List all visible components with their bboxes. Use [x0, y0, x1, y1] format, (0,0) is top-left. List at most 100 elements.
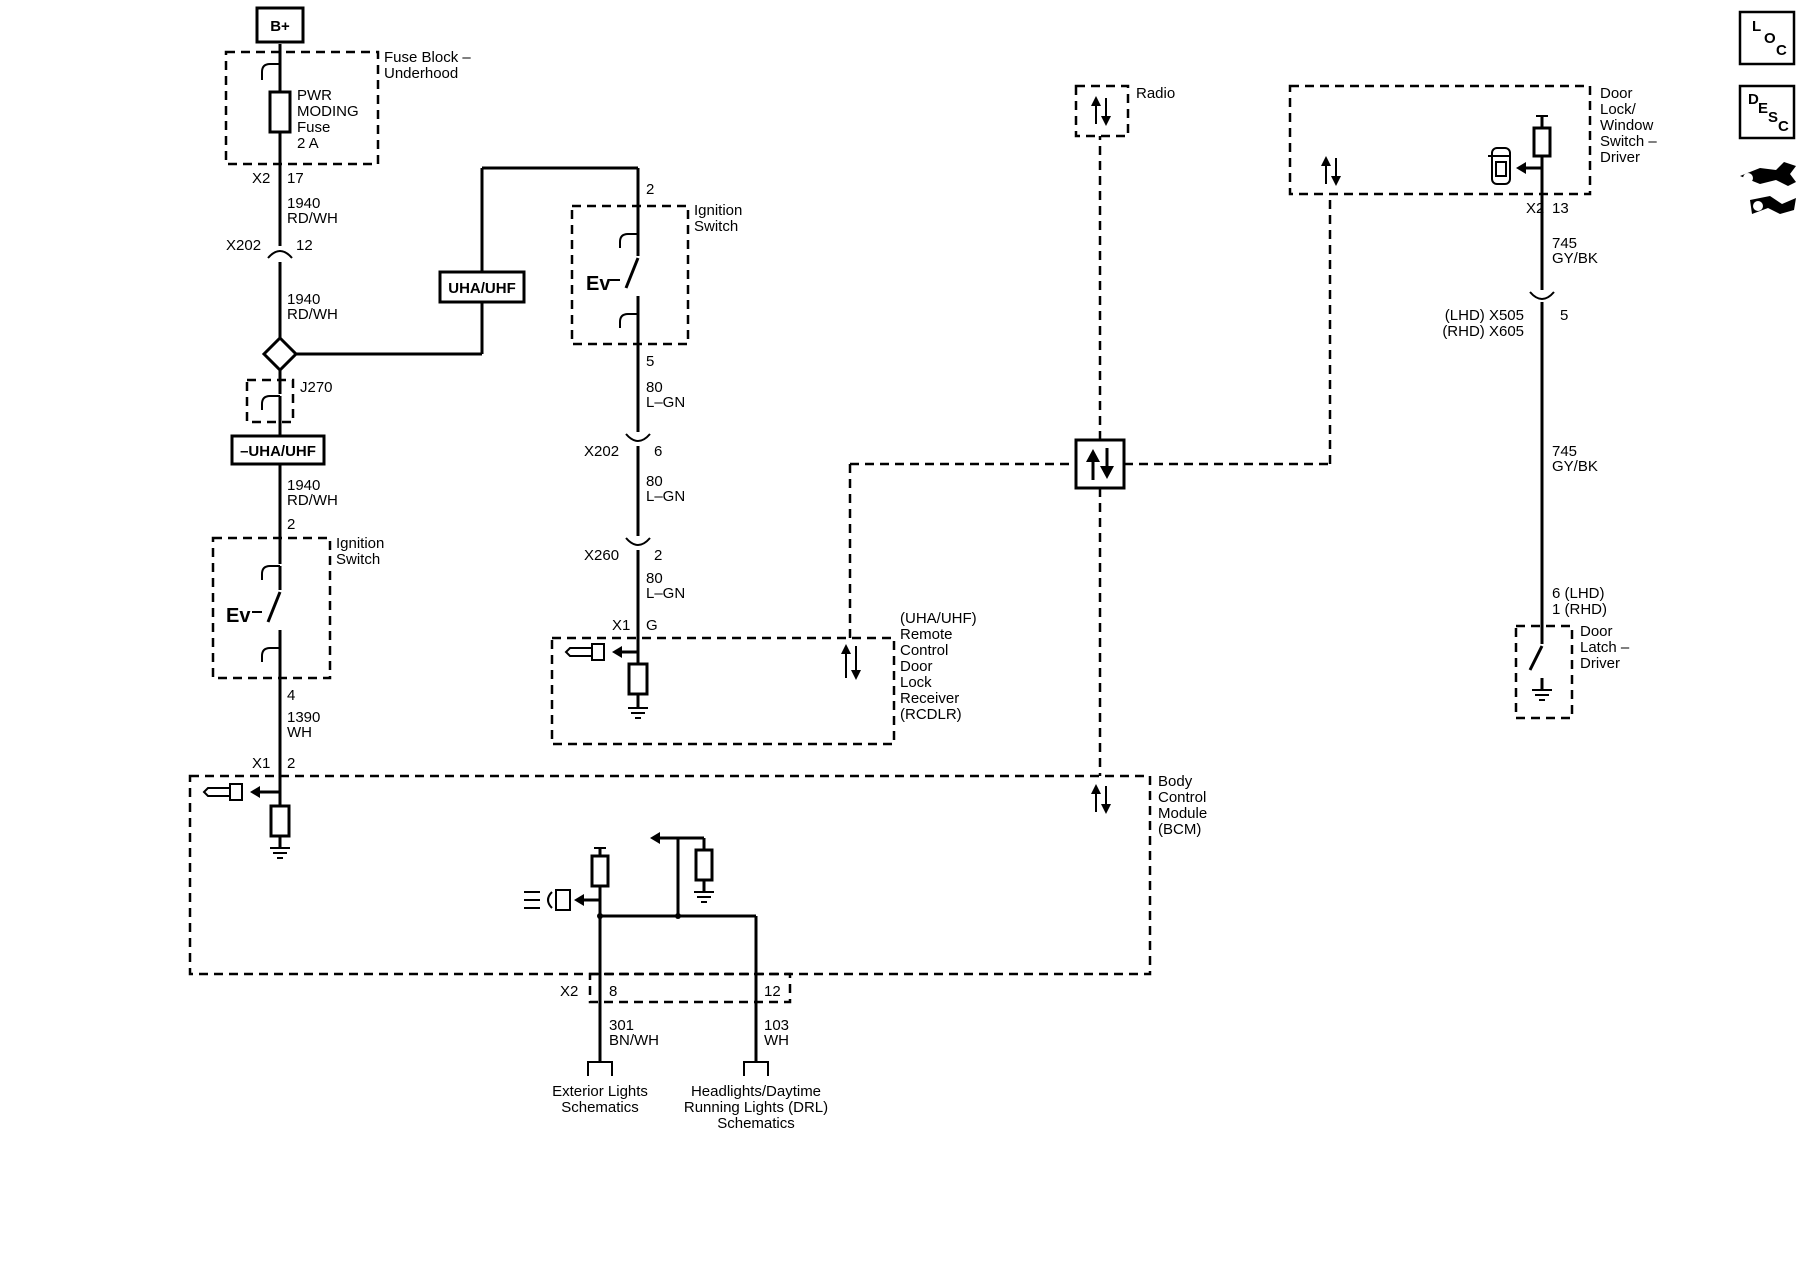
desc-icon[interactable]: D E S C	[1738, 84, 1796, 140]
bcm-box	[188, 774, 1152, 976]
connector-icon	[625, 537, 651, 546]
connector-pin: 12	[296, 237, 313, 254]
not-uha-uhf-label: –UHA/UHF	[240, 443, 316, 460]
ground-icon	[270, 847, 290, 859]
switch-symbol: Ev	[226, 605, 251, 627]
circuit-number: 80	[646, 570, 663, 587]
radio-name: Radio	[1136, 85, 1175, 102]
connector-pin: 13	[1552, 200, 1569, 217]
resistor-icon	[694, 848, 714, 882]
circuit-color: RD/WH	[287, 492, 338, 509]
fuse-connector: X2	[252, 170, 270, 187]
connector-x202: X202	[226, 237, 261, 254]
connector-x260: X260	[584, 547, 619, 564]
serial-data-icon	[1091, 784, 1111, 814]
x2-bcm-connector-box	[588, 972, 792, 1004]
connector-pin: 5	[1560, 307, 1568, 324]
resistor-icon	[590, 854, 610, 888]
connector-pin: 2	[654, 547, 662, 564]
circuit-number: 1390	[287, 709, 320, 726]
switch-contact-icon	[1528, 645, 1544, 671]
resistor-icon	[627, 662, 649, 696]
j270-box	[245, 378, 295, 424]
wrench-icon[interactable]	[1740, 162, 1796, 214]
circuit-color: RD/WH	[287, 306, 338, 323]
serial-data-icon	[1086, 448, 1114, 480]
not-uha-uhf-option-box	[230, 434, 326, 466]
circuit-number: 301	[609, 1017, 634, 1034]
pin: 2	[646, 181, 654, 198]
connector-pin: 6	[654, 443, 662, 460]
switch-contact-icon	[266, 591, 282, 623]
pin: 4	[287, 687, 295, 704]
circuit-number: 80	[646, 379, 663, 396]
door-lock-icon	[1488, 147, 1511, 185]
battery-label: B+	[270, 18, 290, 35]
ignition-switch-left-box	[211, 536, 332, 680]
battery-terminal: B+	[255, 6, 305, 44]
pin: 2	[287, 516, 295, 533]
circuit-number: 1940	[287, 195, 320, 212]
connector-x2: X2	[560, 983, 578, 1000]
circuit-number: 80	[646, 473, 663, 490]
key-icon	[202, 783, 243, 801]
desc-letter: C	[1778, 118, 1789, 135]
serial-data-icon	[841, 644, 861, 680]
switch-symbol: Ev	[586, 273, 611, 295]
radio-box	[1074, 84, 1130, 138]
door-switch-box	[1288, 84, 1592, 196]
ground-icon	[694, 891, 714, 903]
connector-pin: 12	[764, 983, 781, 1000]
connector-icon	[1529, 291, 1555, 300]
pin: 5	[646, 353, 654, 370]
rcdlr-box	[550, 636, 896, 746]
circuit-number: 1940	[287, 291, 320, 308]
circuit-color: WH	[287, 724, 312, 741]
connector-pin: 2	[287, 755, 295, 772]
pwr-moding-fuse-icon	[268, 90, 292, 134]
serial-data-hub	[1074, 438, 1126, 490]
desc-letter: E	[1758, 100, 1768, 117]
ignition-switch-right-box	[570, 204, 690, 346]
door-latch-pins: 6 (LHD)1 (RHD)	[1552, 585, 1607, 618]
circuit-color: WH	[764, 1032, 789, 1049]
connector-x1: X1	[612, 617, 630, 634]
serial-data-icon	[1321, 156, 1341, 186]
connector-x2: X2	[1526, 200, 1544, 217]
fuse-block-terminal	[261, 63, 280, 80]
resistor-icon	[1532, 126, 1552, 158]
connector-icon	[267, 250, 293, 259]
lamp-icon	[524, 889, 571, 911]
connector-pin: 8	[609, 983, 617, 1000]
serial-data-icon	[1091, 96, 1111, 126]
page-ref-icon	[587, 1061, 613, 1076]
circuit-color: BN/WH	[609, 1032, 659, 1049]
uha-uhf-label: UHA/UHF	[448, 280, 516, 297]
loc-letter: C	[1776, 42, 1787, 59]
connector-x505: (LHD) X505(RHD) X605	[1442, 307, 1524, 340]
circuit-number: 103	[764, 1017, 789, 1034]
loc-icon[interactable]: L O C	[1738, 10, 1796, 66]
circuit-number: 745	[1552, 235, 1577, 252]
desc-letter: S	[1768, 109, 1778, 126]
connector-x1: X1	[252, 755, 270, 772]
circuit-color: L–GN	[646, 394, 685, 411]
uha-uhf-option-box	[438, 270, 526, 304]
circuit-color: GY/BK	[1552, 250, 1598, 267]
loc-letter: O	[1764, 30, 1776, 47]
connector-pin: G	[646, 617, 658, 634]
circuit-color: RD/WH	[287, 210, 338, 227]
circuit-color: GY/BK	[1552, 458, 1598, 475]
circuit-number: 1940	[287, 477, 320, 494]
splice-name: J270	[300, 379, 333, 396]
ground-icon	[628, 707, 648, 719]
circuit-number: 745	[1552, 443, 1577, 460]
